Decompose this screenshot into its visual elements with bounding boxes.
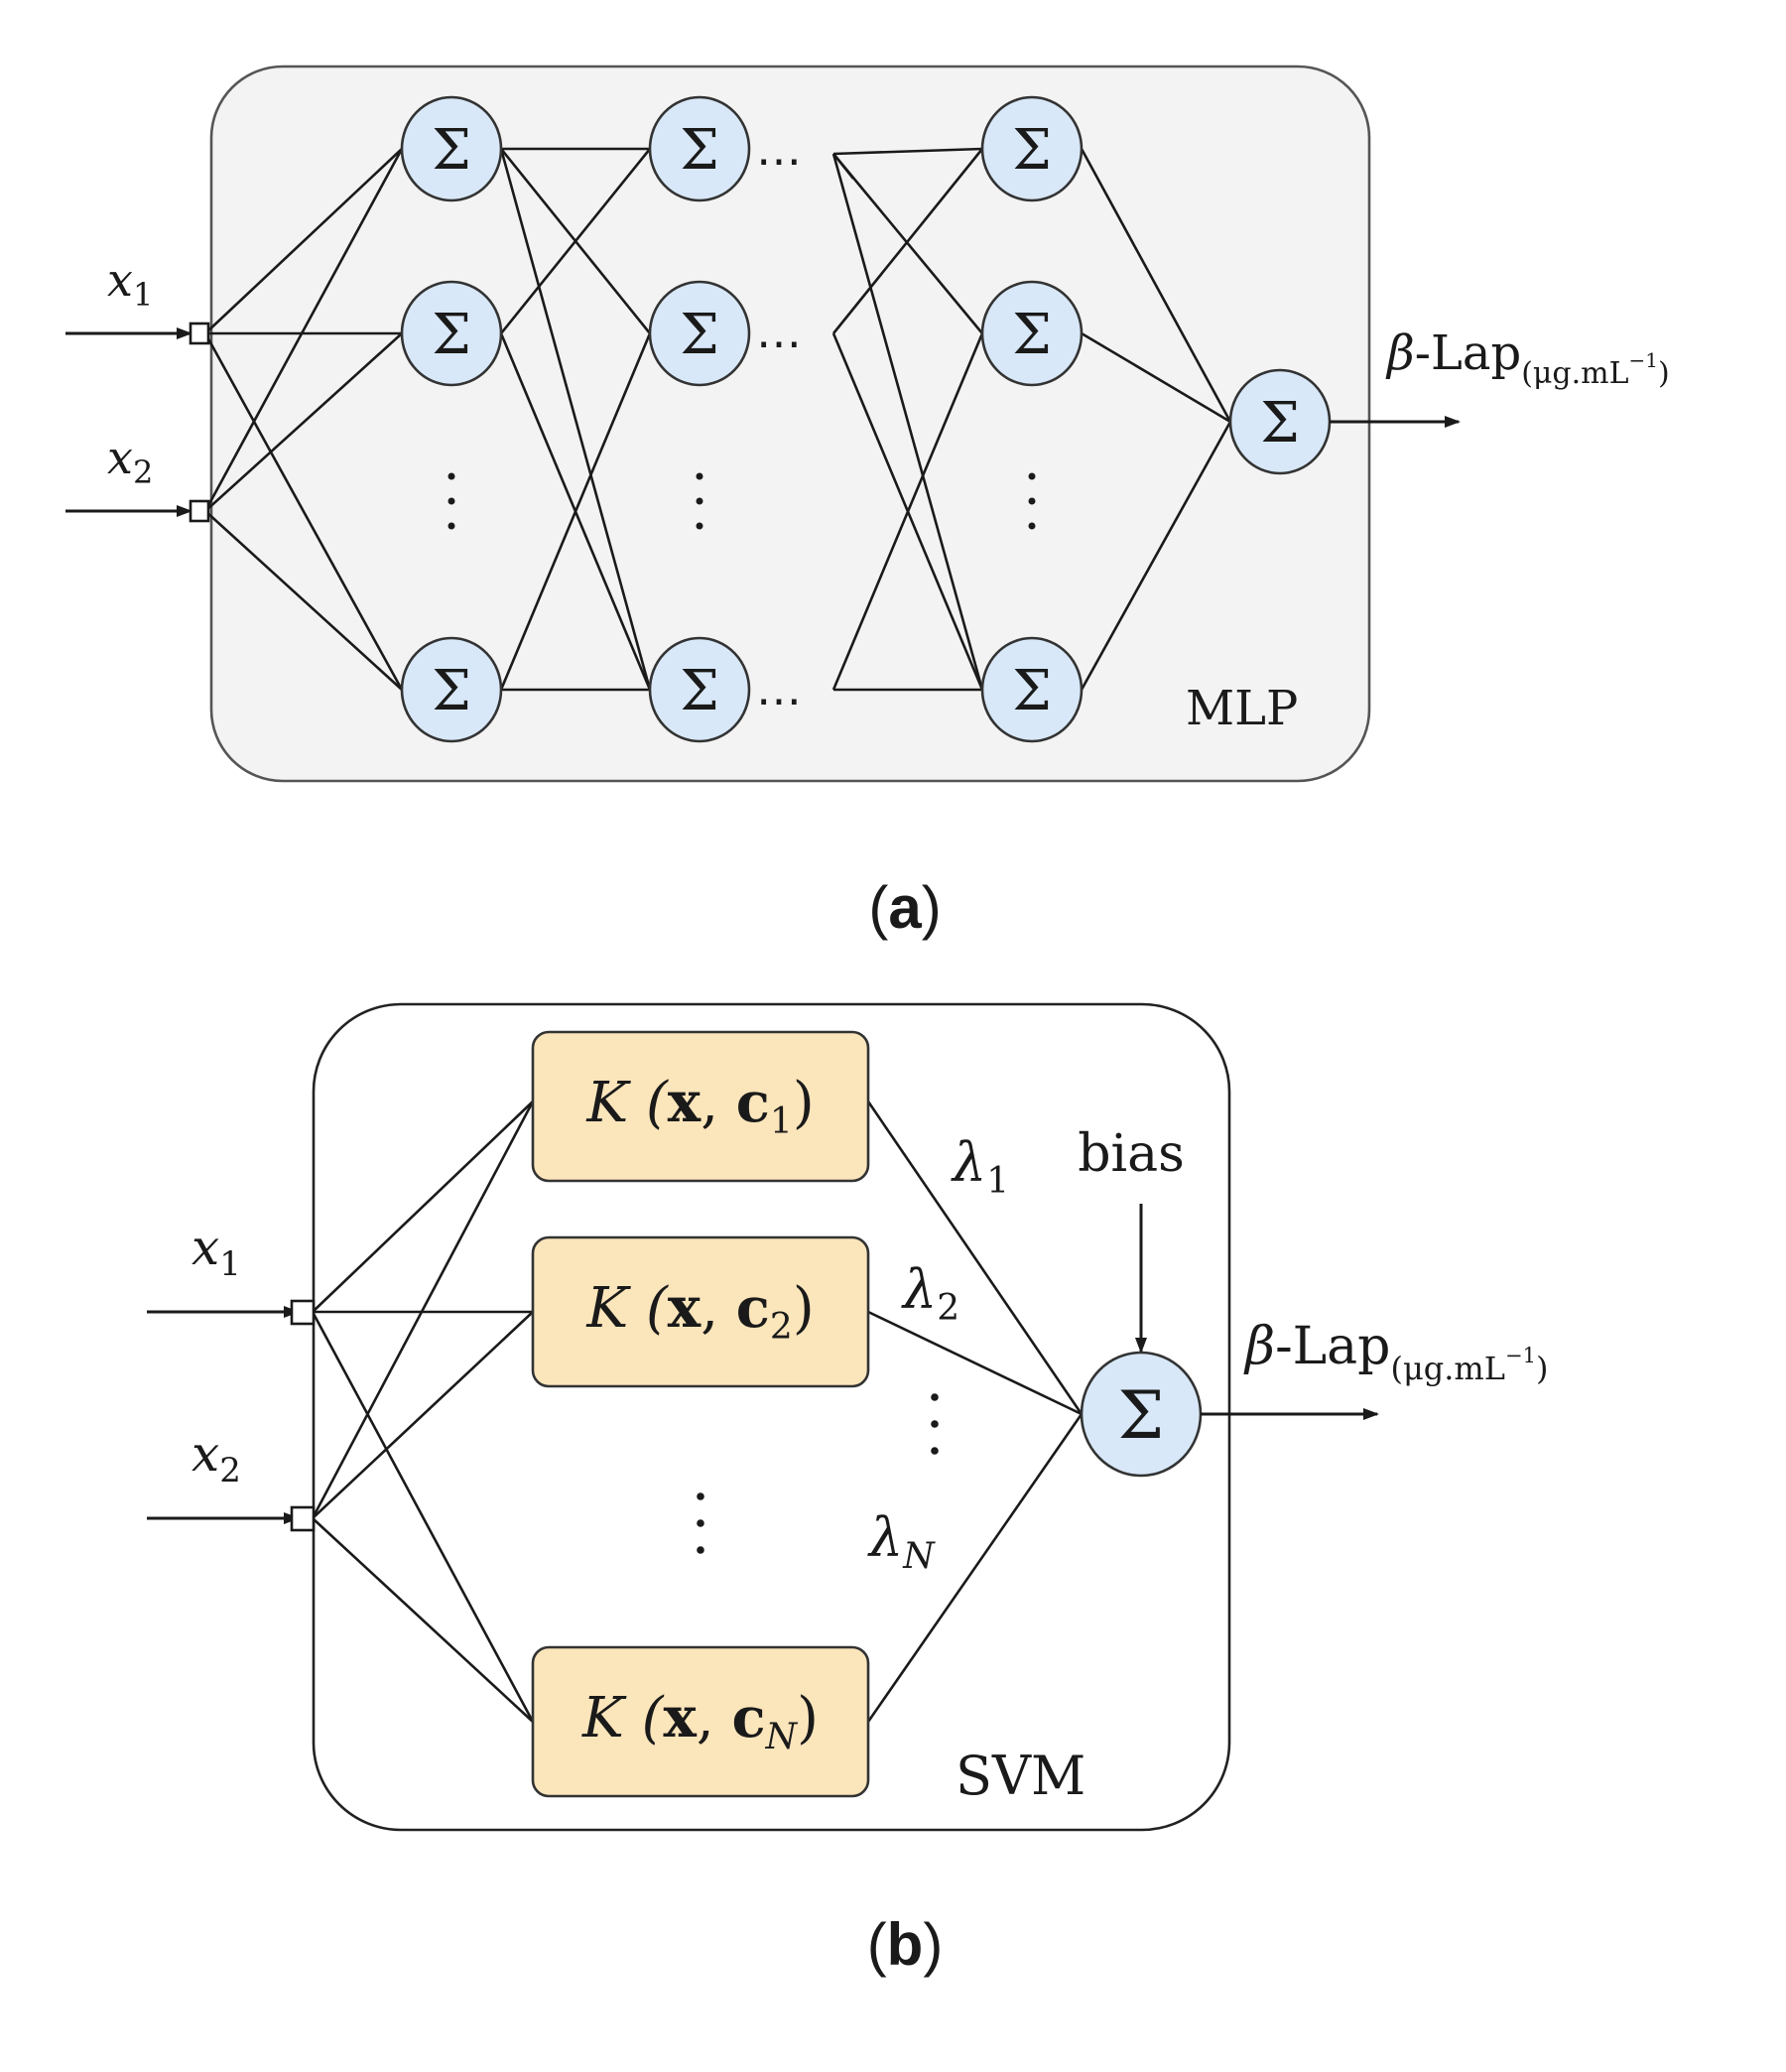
svg-text:Σ: Σ xyxy=(432,659,471,723)
mlp-layer-ellipsis: ⋯ ⋯ ⋯ xyxy=(756,134,802,727)
svm-sum-node: Σ xyxy=(1080,1351,1203,1478)
mlp-diagram: x1 x2 Σ Σ Σ Σ Σ Σ Σ Σ Σ Σ ⋯ ⋯ ⋯ xyxy=(65,65,1670,783)
svm-input2-port xyxy=(290,1505,316,1532)
svm-bias-label: bias xyxy=(1078,1124,1185,1184)
svm-weight-dots xyxy=(931,1393,939,1455)
mlp-vertical-dots xyxy=(447,472,1036,530)
svm-kernel: K (x, c1) xyxy=(531,1030,870,1183)
mlp-node: Σ xyxy=(400,280,503,387)
mlp-panel xyxy=(209,65,1371,783)
mlp-node: Σ xyxy=(400,95,503,202)
svg-text:Σ: Σ xyxy=(1118,1377,1165,1454)
mlp-node: Σ xyxy=(980,636,1084,743)
mlp-input2-port xyxy=(189,499,210,523)
svm-output-label: β-Lap(μg.mL−1) xyxy=(1243,1317,1548,1387)
svg-text:K (x, cN): K (x, cN) xyxy=(581,1685,819,1757)
mlp-input2-label: x2 xyxy=(107,431,153,491)
mlp-input1-label: x1 xyxy=(107,253,153,314)
mlp-nodes: Σ Σ Σ Σ Σ Σ Σ Σ Σ Σ xyxy=(400,95,1332,743)
svm-input-connections xyxy=(311,1101,535,1723)
mlp-output-label: β-Lap(μg.mL−1) xyxy=(1385,325,1670,391)
mlp-node: Σ xyxy=(648,636,751,743)
svg-text:Σ: Σ xyxy=(432,118,471,183)
svm-panel-label: SVM xyxy=(956,1745,1085,1807)
mlp-input-connections xyxy=(203,148,404,691)
svg-text:Σ: Σ xyxy=(1012,118,1052,183)
svm-input1-port xyxy=(290,1299,316,1326)
mlp-output-connections xyxy=(1080,148,1232,691)
svg-text:⋯: ⋯ xyxy=(756,674,802,727)
svm-weight-1: λ1 xyxy=(951,1131,1009,1202)
mlp-node: Σ xyxy=(980,280,1084,387)
mlp-node: Σ xyxy=(400,636,503,743)
mlp-node: Σ xyxy=(648,95,751,202)
svg-text:⋯: ⋯ xyxy=(756,317,802,370)
caption-a: (a) xyxy=(868,874,941,941)
mlp-hidden-connections-2 xyxy=(831,147,984,692)
mlp-node: Σ xyxy=(980,95,1084,202)
svm-kernel-dots xyxy=(697,1492,704,1554)
svm-weight-2: λ2 xyxy=(901,1258,959,1329)
svg-text:K (x, c2): K (x, c2) xyxy=(585,1275,814,1348)
svg-text:Σ: Σ xyxy=(680,659,719,723)
svm-input2-label: x2 xyxy=(191,1425,241,1490)
svm-panel xyxy=(312,1002,1231,1832)
svm-diagram: x1 x2 K (x, c1) K (x, c2) K (x, cN) λ1 λ… xyxy=(147,1002,1548,1832)
svg-text:K (x, c1): K (x, c1) xyxy=(585,1070,814,1142)
mlp-node: Σ xyxy=(648,280,751,387)
svg-text:Σ: Σ xyxy=(432,303,471,367)
svg-text:Σ: Σ xyxy=(680,118,719,183)
svg-text:Σ: Σ xyxy=(680,303,719,367)
mlp-hidden-connections-1 xyxy=(499,147,652,692)
mlp-output-node: Σ xyxy=(1228,368,1332,475)
caption-b: (b) xyxy=(867,1911,944,1978)
svm-weight-connections xyxy=(866,1101,1084,1723)
mlp-input1-port xyxy=(189,322,210,345)
svm-weight-n: λN xyxy=(867,1506,936,1577)
svm-input1-label: x1 xyxy=(191,1219,241,1284)
svm-kernel: K (x, c2) xyxy=(531,1235,870,1388)
svg-text:Σ: Σ xyxy=(1012,303,1052,367)
svg-text:⋯: ⋯ xyxy=(756,134,802,188)
svg-text:Σ: Σ xyxy=(1260,391,1300,455)
svm-kernel: K (x, cN) xyxy=(531,1645,870,1798)
svg-text:Σ: Σ xyxy=(1012,659,1052,723)
mlp-panel-label: MLP xyxy=(1186,681,1298,736)
